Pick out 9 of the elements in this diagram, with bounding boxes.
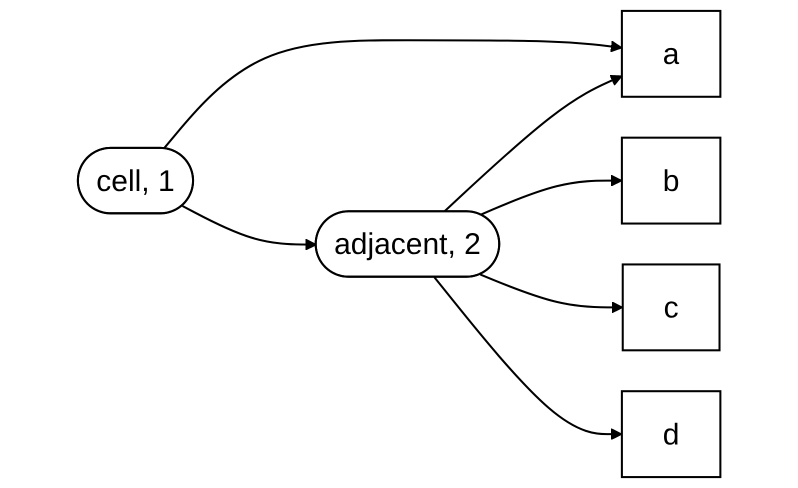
arrow [480,174,622,216]
node-box: c [622,263,720,352]
arrow [162,39,622,150]
arrow [182,205,317,251]
node-box: b [620,136,722,225]
arrow [434,276,622,440]
node-box: a [620,10,722,98]
node-box: d [620,390,722,478]
arrow [480,274,624,314]
